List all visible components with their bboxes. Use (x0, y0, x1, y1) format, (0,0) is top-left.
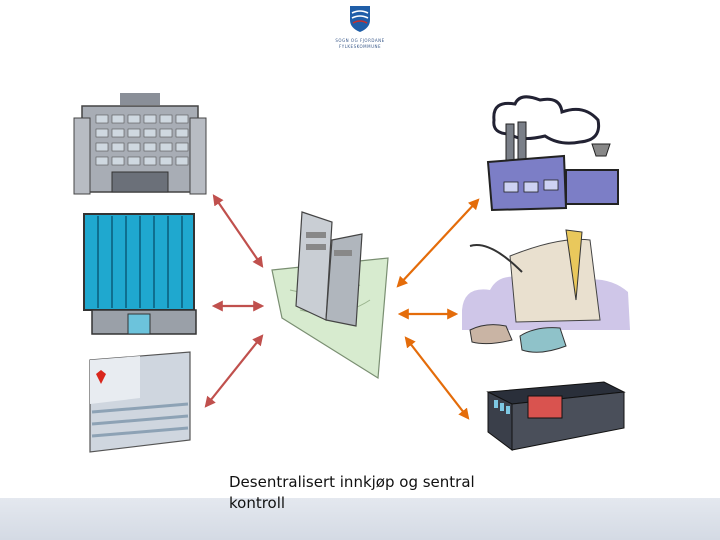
factory-building (486, 95, 619, 212)
left-lower-arrow (204, 334, 264, 408)
storefront-building (486, 381, 626, 451)
organization-logo: SOGN OG FJORDANE FYLKESKOMMUNE (300, 4, 420, 52)
logo-text-line-2: FYLKESKOMMUNE (338, 44, 382, 49)
office-tower-building (73, 93, 207, 195)
right-upper-arrow (396, 198, 480, 288)
diagram-caption: Desentralisert innkjøp og sentral kontro… (229, 473, 475, 512)
right-lower-arrow (404, 336, 470, 420)
footer-band (0, 498, 720, 540)
shield-logo-icon (350, 6, 370, 32)
glass-office-building (83, 213, 197, 335)
left-upper-arrow (212, 194, 264, 268)
logo-text-line-1: SOGN OG FJORDANE (335, 38, 385, 43)
hospital-building (89, 351, 191, 453)
city-plaza-with-cars (462, 229, 630, 353)
central-server-on-map (271, 211, 389, 380)
